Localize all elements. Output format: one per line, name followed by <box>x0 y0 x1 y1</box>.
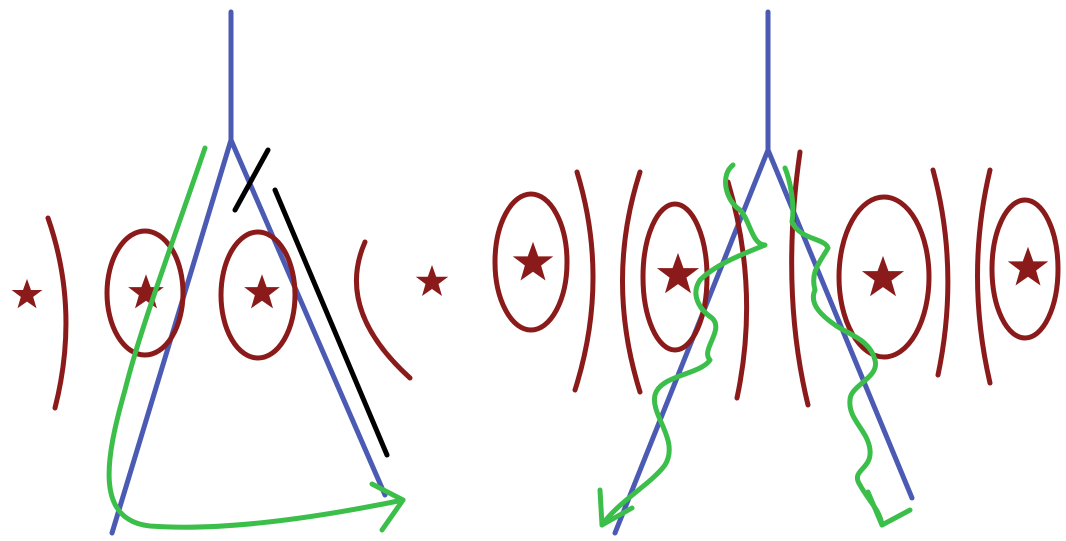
left-arc-1 <box>45 215 69 411</box>
right-green-left-path <box>599 162 768 528</box>
left-black-lines <box>232 147 390 458</box>
right-arc-2 <box>620 169 643 395</box>
right-arc-5 <box>930 167 951 378</box>
right-green-right-arrowhead <box>865 489 913 528</box>
left-star-4 <box>415 265 449 296</box>
left-star-1 <box>11 278 43 309</box>
left-ellipse-2 <box>218 229 298 361</box>
left-green-arrowhead <box>369 481 406 533</box>
right-galaxy-group <box>492 149 1061 408</box>
right-green-left-arrowhead <box>597 487 635 528</box>
left-panel <box>11 9 449 536</box>
right-blue-right-leg <box>765 147 915 501</box>
left-ellipse-1 <box>104 228 186 358</box>
right-arc-4 <box>789 149 811 408</box>
right-star-3 <box>861 255 905 297</box>
right-arc-1 <box>572 169 596 393</box>
left-stars <box>11 265 449 309</box>
left-black-long-line <box>272 187 390 458</box>
left-blue-forked-line <box>109 9 388 536</box>
right-star-2 <box>656 252 700 294</box>
right-green-arrows <box>597 162 913 528</box>
left-arc-2 <box>353 239 413 381</box>
left-star-3 <box>244 274 280 309</box>
right-panel <box>492 9 1061 536</box>
right-star-4 <box>1007 246 1049 286</box>
right-green-right-path <box>782 165 885 528</box>
left-green-path <box>106 145 406 530</box>
right-star-1 <box>512 241 554 281</box>
right-ellipse-1 <box>492 191 570 333</box>
left-blue-right-leg <box>228 137 388 498</box>
right-arc-6 <box>975 167 993 386</box>
left-green-arrow <box>106 145 406 533</box>
right-ellipse-3 <box>836 194 932 360</box>
left-galaxy-group <box>45 215 413 411</box>
left-black-short-line <box>232 147 271 213</box>
right-ellipse-4 <box>989 197 1061 341</box>
